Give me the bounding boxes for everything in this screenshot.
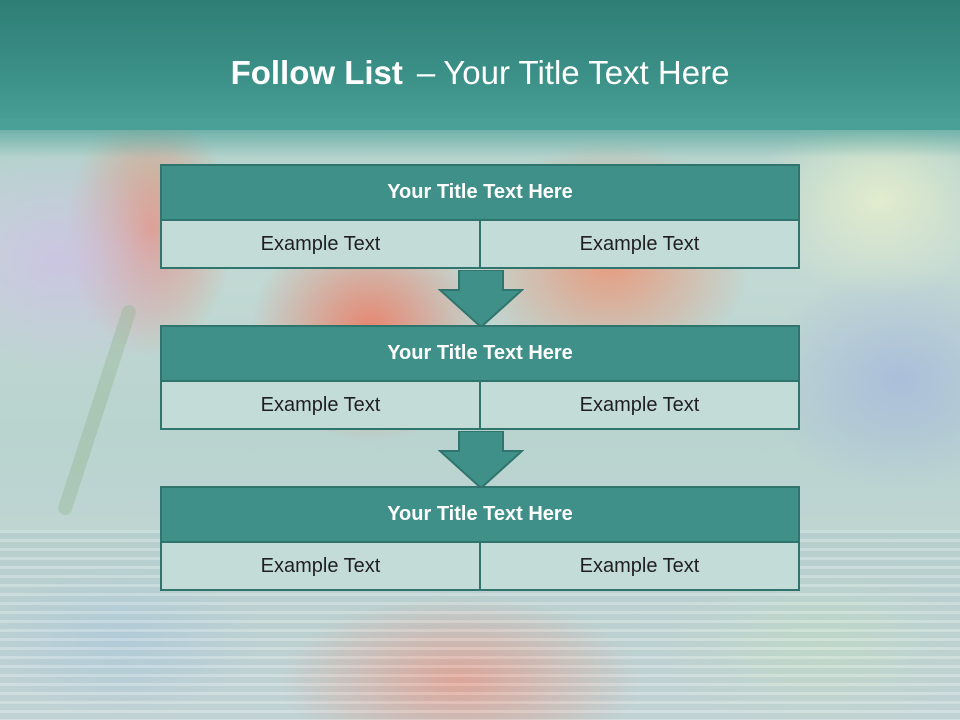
title-rest: Your Title Text Here xyxy=(443,54,730,91)
header-fade xyxy=(0,118,960,158)
block-cells: Example Text Example Text xyxy=(162,221,798,267)
down-arrow-icon xyxy=(438,431,524,489)
header-band xyxy=(0,0,960,130)
block-title: Your Title Text Here xyxy=(162,488,798,543)
down-arrow-icon xyxy=(438,270,524,328)
block-cells: Example Text Example Text xyxy=(162,382,798,428)
block-cell-right: Example Text xyxy=(479,221,798,267)
title-bold: Follow List xyxy=(230,54,403,91)
slide-title: Follow List–Your Title Text Here xyxy=(0,54,960,92)
list-block-1: Your Title Text Here Example Text Exampl… xyxy=(160,164,800,269)
block-cell-left: Example Text xyxy=(162,382,479,428)
list-block-2: Your Title Text Here Example Text Exampl… xyxy=(160,325,800,430)
block-cell-left: Example Text xyxy=(162,543,479,589)
block-cell-left: Example Text xyxy=(162,221,479,267)
block-cells: Example Text Example Text xyxy=(162,543,798,589)
title-separator: – xyxy=(416,54,436,91)
list-block-3: Your Title Text Here Example Text Exampl… xyxy=(160,486,800,591)
block-title: Your Title Text Here xyxy=(162,166,798,221)
block-title: Your Title Text Here xyxy=(162,327,798,382)
block-cell-right: Example Text xyxy=(479,543,798,589)
block-cell-right: Example Text xyxy=(479,382,798,428)
